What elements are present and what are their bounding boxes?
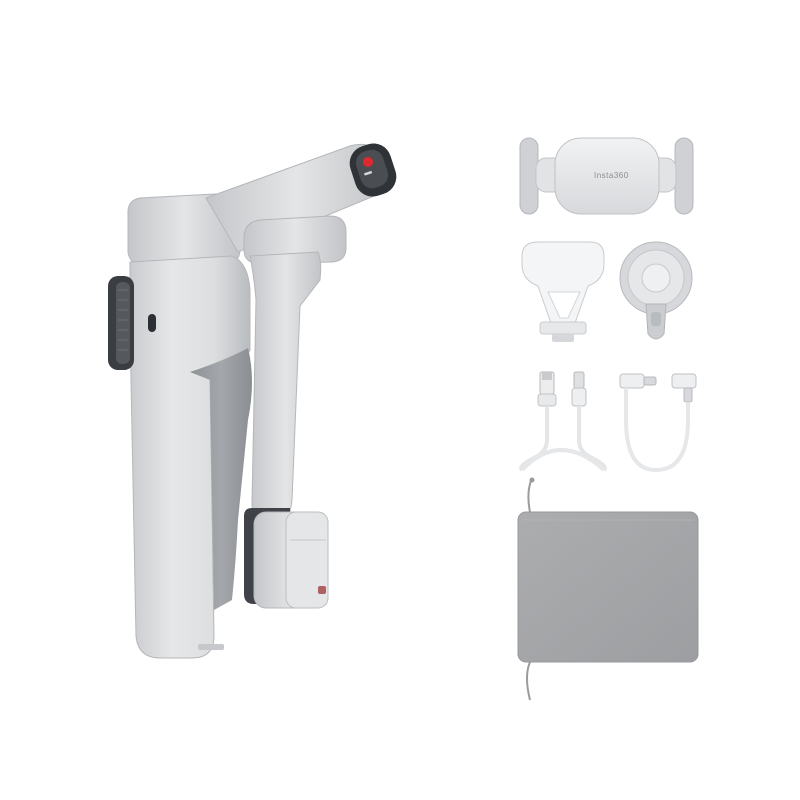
tilt-arm: [249, 251, 322, 525]
tripod-slot: [198, 644, 224, 650]
storage-pouch: Insta360: [517, 477, 699, 701]
usb-c-port: [148, 314, 156, 332]
control-dial: [108, 276, 134, 370]
magnetic-mount: [619, 241, 693, 340]
gimbal-handle: [129, 255, 251, 659]
record-dot-icon: [363, 157, 373, 167]
record-button: [349, 143, 397, 197]
usb-cable: [519, 371, 607, 472]
phone-clamp: Insta360: [519, 137, 694, 215]
tilt-motor: [244, 508, 329, 609]
pouch-logo: Insta360: [684, 530, 690, 554]
gimbal: [108, 143, 397, 659]
clamp-logo: Insta360: [594, 171, 629, 180]
usb-c-cable: [619, 373, 697, 473]
quick-release-adapter: [521, 241, 605, 342]
handle-grip: [190, 348, 252, 610]
